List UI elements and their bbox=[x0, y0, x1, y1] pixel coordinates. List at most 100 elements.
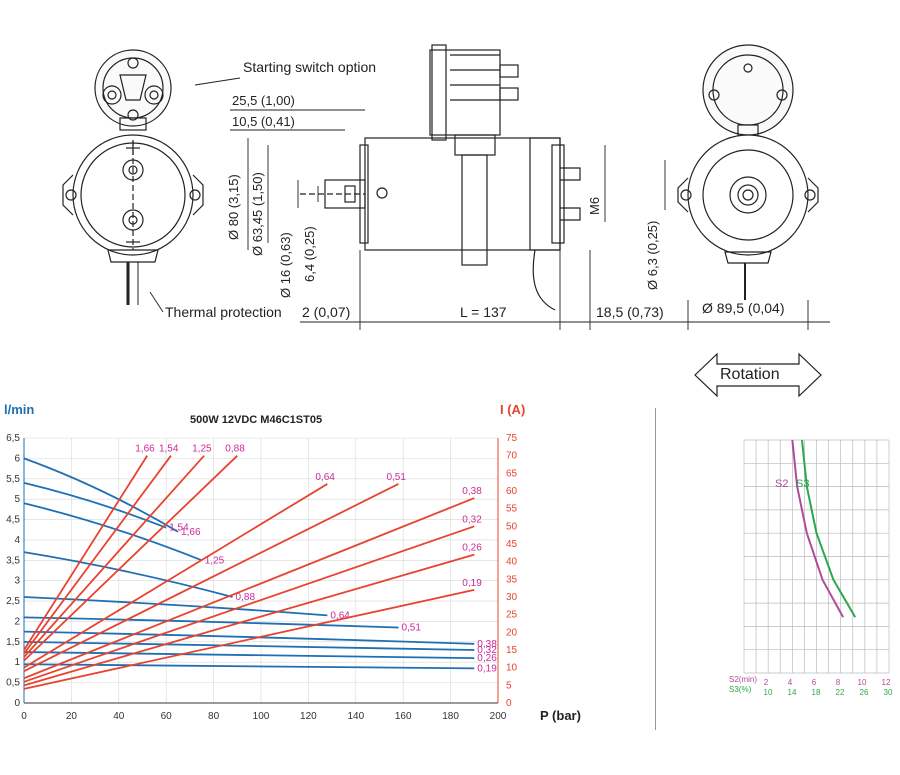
flow-axis-label: l/min bbox=[4, 402, 35, 417]
duty-s3-tick: 10 bbox=[764, 688, 773, 697]
y-left-tick-label: 3,5 bbox=[6, 555, 20, 566]
flow-curve-0-19 bbox=[23, 663, 475, 670]
dim-2: 2 (0,07) bbox=[302, 304, 351, 320]
y-right-tick-label: 45 bbox=[506, 539, 518, 550]
current-curve-label: 1,66 bbox=[135, 444, 155, 455]
performance-chart-title: 500W 12VDC M46C1ST05 bbox=[190, 414, 323, 426]
x-tick-label: 140 bbox=[347, 711, 364, 722]
current-curve-1-66 bbox=[23, 455, 149, 651]
y-left-tick-label: 1,5 bbox=[6, 637, 20, 648]
current-curve-0-38 bbox=[23, 497, 475, 680]
y-right-tick-label: 50 bbox=[506, 521, 518, 532]
y-right-tick-label: 40 bbox=[506, 557, 518, 568]
current-curve-label: 0,51 bbox=[386, 472, 406, 483]
motor-left-view bbox=[62, 134, 204, 305]
x-tick-label: 180 bbox=[442, 711, 459, 722]
starting-switch-label: Starting switch option bbox=[243, 59, 377, 75]
x-tick-label: 0 bbox=[21, 711, 27, 722]
y-right-tick-label: 25 bbox=[506, 610, 518, 621]
legend-s3: S3 bbox=[796, 478, 810, 490]
x-tick-label: 200 bbox=[490, 711, 507, 722]
current-curve-label: 0,19 bbox=[462, 578, 482, 589]
y-left-tick-label: 4 bbox=[14, 535, 20, 546]
y-right-tick-label: 70 bbox=[506, 451, 518, 462]
dim-18-5: 18,5 (0,73) bbox=[596, 304, 664, 320]
y-right-tick-label: 55 bbox=[506, 504, 518, 515]
flow-curve-label: 1,66 bbox=[181, 527, 201, 538]
duty-s2-tick: 4 bbox=[788, 678, 793, 687]
rotation-arrow-icon bbox=[694, 352, 822, 398]
current-curve-label: 0,26 bbox=[462, 543, 482, 554]
y-left-tick-label: 5,5 bbox=[6, 474, 20, 485]
flow-curve-1-66 bbox=[23, 457, 179, 533]
y-right-tick-label: 20 bbox=[506, 627, 518, 638]
flow-curve-label: 0,32 bbox=[477, 645, 497, 656]
flow-curve-0-32 bbox=[23, 640, 475, 651]
current-curve-0-32 bbox=[23, 525, 475, 683]
y-left-tick-label: 2 bbox=[14, 616, 20, 627]
dim-10-5: 10,5 (0,41) bbox=[232, 114, 295, 129]
duty-s2-tick: 12 bbox=[882, 678, 891, 687]
rotation-label: Rotation bbox=[720, 366, 780, 383]
flow-curve-0-88 bbox=[23, 551, 233, 598]
current-curve-1-25 bbox=[23, 455, 205, 658]
current-curve-0-19 bbox=[23, 589, 475, 690]
switch-option-view bbox=[94, 49, 172, 131]
flow-curve-label: 0,64 bbox=[330, 610, 350, 621]
flow-curve-0-51 bbox=[23, 616, 399, 629]
y-left-tick-label: 0 bbox=[14, 698, 20, 709]
flow-curve-0-26 bbox=[23, 651, 475, 660]
y-left-tick-label: 0,5 bbox=[6, 678, 20, 689]
flow-curve-label: 0,26 bbox=[477, 653, 497, 664]
flow-curve-0-38 bbox=[23, 630, 475, 645]
flow-curve-label: 0,19 bbox=[477, 663, 497, 674]
pressure-axis-label: P (bar) bbox=[540, 708, 581, 723]
duty-curve-s2 bbox=[791, 439, 844, 618]
s3-axis-label: S3(%) bbox=[729, 685, 752, 694]
current-axis-label: I (A) bbox=[500, 402, 526, 417]
current-curve-1-54 bbox=[23, 455, 172, 655]
current-curve-0-88 bbox=[23, 455, 238, 662]
thermal-protection-label: Thermal protection bbox=[165, 304, 282, 320]
current-curve-0-26 bbox=[23, 553, 475, 687]
y-right-tick-label: 75 bbox=[506, 433, 518, 444]
legend-s2: S2 bbox=[775, 478, 789, 490]
duty-s2-tick: 6 bbox=[812, 678, 817, 687]
y-left-tick-label: 6,5 bbox=[6, 433, 20, 444]
current-curve-0-64 bbox=[23, 483, 328, 669]
flow-curve-label: 1,54 bbox=[169, 523, 189, 534]
flow-curve-1-54 bbox=[23, 481, 167, 529]
x-tick-label: 20 bbox=[66, 711, 78, 722]
y-left-tick-label: 6 bbox=[14, 453, 20, 464]
flow-curve-label: 0,38 bbox=[477, 639, 497, 650]
y-right-tick-label: 30 bbox=[506, 592, 518, 603]
dim-25-5: 25,5 (1,00) bbox=[232, 93, 295, 108]
duty-s3-tick: 30 bbox=[884, 688, 893, 697]
flow-curve-label: 1,25 bbox=[205, 555, 225, 566]
y-right-tick-label: 60 bbox=[506, 486, 518, 497]
x-tick-label: 60 bbox=[161, 711, 173, 722]
s2-axis-label: S2(min) bbox=[729, 675, 758, 684]
y-right-tick-label: 10 bbox=[506, 663, 518, 674]
duty-s3-tick: 22 bbox=[836, 688, 845, 697]
dimension-lines bbox=[149, 77, 830, 330]
current-curve-label: 0,88 bbox=[225, 444, 245, 455]
dim-d89-5: Ø 89,5 (0,04) bbox=[702, 300, 785, 316]
y-right-tick-label: 65 bbox=[506, 468, 518, 479]
x-tick-label: 100 bbox=[253, 711, 270, 722]
current-curve-label: 1,25 bbox=[192, 444, 212, 455]
x-tick-label: 80 bbox=[208, 711, 220, 722]
y-left-tick-label: 4,5 bbox=[6, 515, 20, 526]
chart-divider bbox=[655, 408, 656, 730]
x-tick-label: 40 bbox=[113, 711, 125, 722]
current-curve-label: 0,38 bbox=[462, 486, 482, 497]
x-tick-label: 120 bbox=[300, 711, 317, 722]
flow-curve-0-64 bbox=[23, 596, 328, 617]
y-left-tick-label: 3 bbox=[14, 576, 20, 587]
duty-s3-tick: 26 bbox=[860, 688, 869, 697]
duty-curve-s3 bbox=[801, 439, 857, 618]
motor-right-view bbox=[677, 44, 819, 300]
